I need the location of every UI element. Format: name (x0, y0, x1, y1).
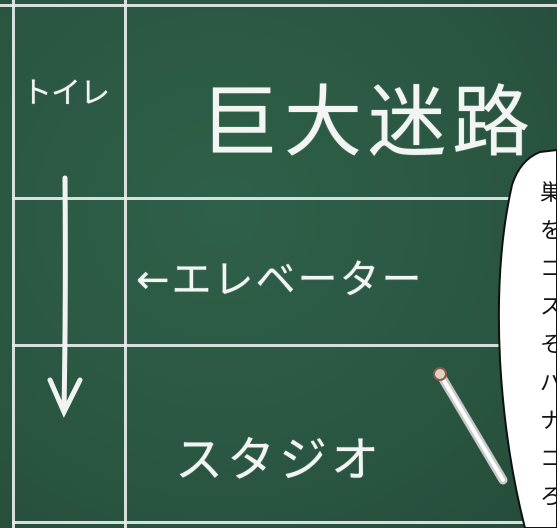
grid-line-row-1 (12, 197, 557, 200)
grid-line-row-2 (12, 344, 557, 347)
grid-line-bottom (12, 521, 557, 524)
elevator-label: ←エレベーター (136, 257, 424, 303)
pointer-stick (433, 367, 508, 485)
grid-line-left (12, 0, 15, 528)
grid-line-column (124, 0, 127, 528)
bubble-char-4: ス (540, 295, 557, 320)
bubble-char-7: ナ (540, 409, 557, 434)
bubble-char-2: を (540, 219, 557, 244)
bubble-char-5: そ (540, 333, 557, 358)
studio-label: スタジオ (175, 432, 384, 488)
bubble-char-9: ろ (540, 485, 557, 510)
down-arrow-icon (47, 175, 83, 418)
grid-line-top (0, 4, 557, 7)
bubble-char-6: パ (540, 371, 557, 396)
toilet-label: トイレ (22, 76, 110, 111)
giant-maze-title: 巨大迷路 (200, 78, 537, 168)
speech-bubble (497, 148, 557, 528)
bubble-char-1: 巣 (540, 181, 557, 206)
bubble-char-8: コ (540, 447, 557, 472)
bubble-char-3: コ (540, 257, 557, 282)
